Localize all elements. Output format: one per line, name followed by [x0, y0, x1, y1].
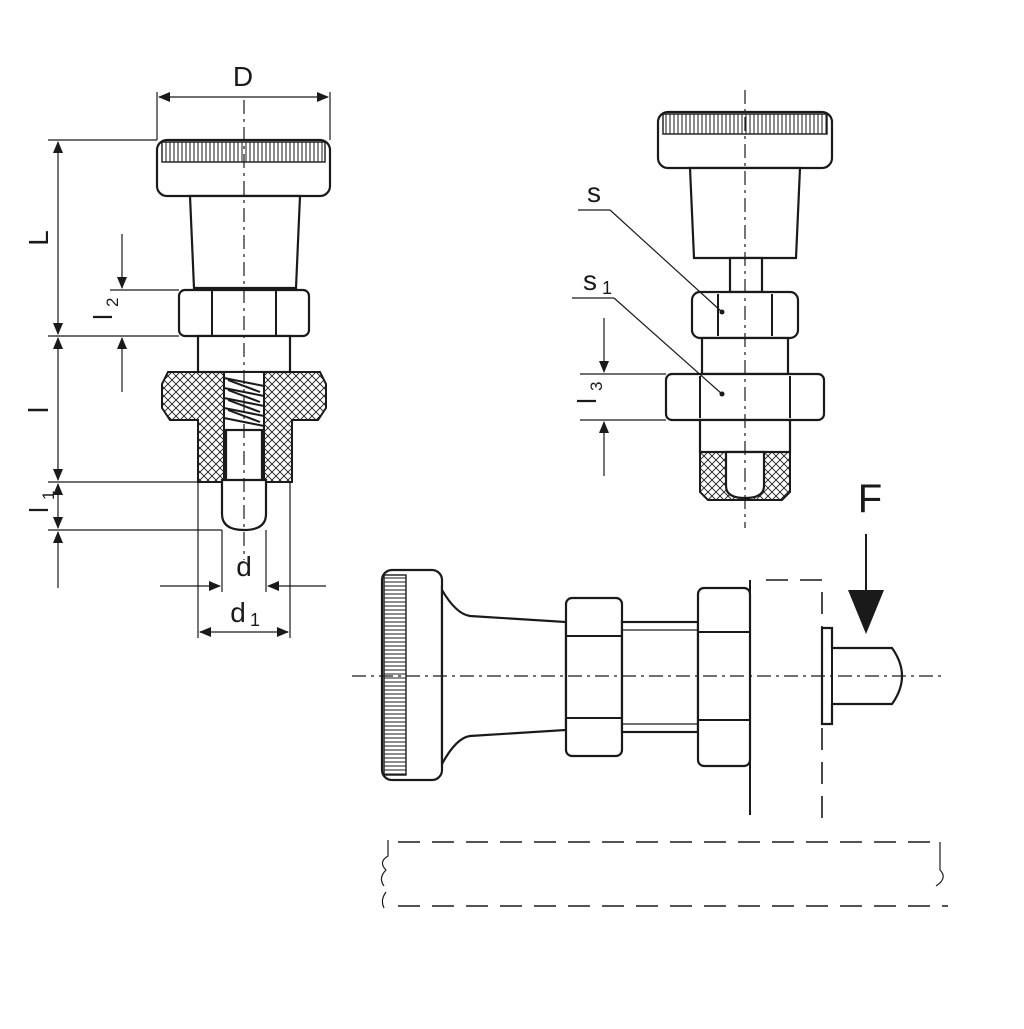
label-D: D [233, 61, 253, 92]
svg-text:l: l [88, 314, 118, 320]
mating-part-outline [766, 579, 823, 820]
svg-text:s: s [583, 265, 597, 296]
label-l1: l 1 [24, 491, 58, 513]
label-F: F [858, 477, 882, 521]
label-s: s [587, 177, 601, 208]
svg-text:d: d [230, 597, 246, 628]
lock-nut-3 [564, 596, 624, 758]
label-d: d [236, 551, 252, 582]
knob-neck [188, 194, 302, 290]
knob-neck-3 [440, 585, 568, 765]
stem-2 [728, 256, 764, 294]
svg-text:1: 1 [250, 610, 260, 630]
label-l2: l 2 [88, 298, 122, 320]
force-arrow-icon [848, 590, 884, 634]
left-dimensions: D L l l 1 l 2 d d [23, 61, 331, 638]
svg-text:2: 2 [103, 298, 122, 307]
label-l3: l 3 [572, 382, 606, 404]
svg-text:3: 3 [587, 382, 606, 391]
label-d1: d 1 [230, 597, 260, 630]
plunger-pin-3 [820, 626, 903, 726]
knob-neck-2 [688, 166, 802, 260]
label-s1: s 1 [583, 265, 612, 298]
hex-nut-3 [696, 586, 752, 768]
svg-text:1: 1 [602, 278, 612, 298]
break-line-right [935, 842, 944, 887]
horizontal-installation-view: F [352, 477, 948, 909]
left-section-view [155, 100, 332, 560]
break-line-left [380, 840, 389, 909]
label-L: L [23, 230, 54, 246]
thread-3 [620, 620, 700, 734]
label-l: l [23, 407, 54, 413]
right-top-view [656, 90, 834, 528]
knob-knurl-3 [383, 574, 407, 776]
right-top-dimensions: s s 1 l 3 [572, 177, 723, 476]
svg-text:l: l [24, 507, 54, 513]
svg-text:1: 1 [39, 491, 58, 500]
svg-text:l: l [572, 398, 602, 404]
